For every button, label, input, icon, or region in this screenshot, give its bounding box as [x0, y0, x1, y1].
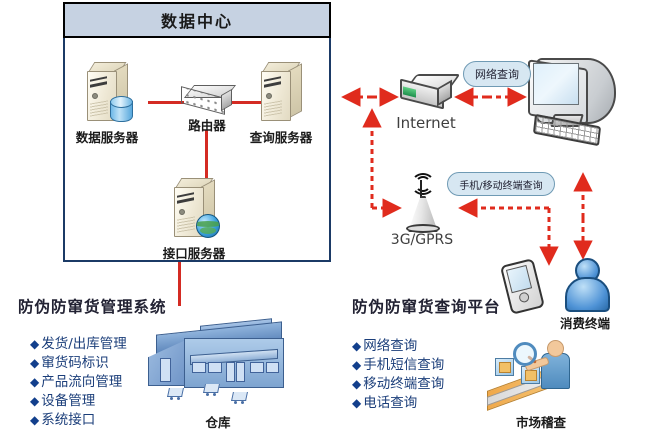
panel-title-management-system: 防伪防窜货管理系统 [18, 298, 167, 316]
node-router: 路由器 [181, 85, 237, 134]
node-consumer-terminal: 消费终端 [560, 258, 623, 332]
panel-list-query-platform: ◆网络查询 ◆手机短信查询 ◆移动终端查询 ◆电话查询 [352, 337, 444, 413]
list-item: ◆移动终端查询 [352, 375, 444, 394]
router-icon [181, 85, 237, 115]
node-label-gprs: 3G/GPRS [390, 232, 454, 248]
list-item-label: 手机短信查询 [363, 357, 445, 373]
node-market-inspection: 市场稽查 [487, 338, 601, 431]
bullet-diamond-icon: ◆ [352, 377, 362, 391]
mobile-pda-icon [499, 258, 545, 315]
node-label-internet: Internet [396, 114, 456, 132]
shopping-cart-icon [203, 384, 220, 396]
list-item-label: 设备管理 [41, 393, 96, 409]
link-dataserver-router [148, 101, 184, 104]
server-icon [259, 62, 303, 124]
node-interface-server: 接口服务器 [163, 178, 232, 262]
bullet-diamond-icon: ◆ [352, 358, 362, 372]
list-item: ◆窜货码标识 [30, 354, 127, 373]
server-with-globe-icon [172, 178, 220, 240]
node-label-data-server: 数据服务器 [75, 130, 139, 145]
datacenter-header: 数据中心 [63, 2, 331, 38]
list-item-label: 窜货码标识 [41, 355, 109, 371]
callout-network-query-text: 网络查询 [475, 68, 519, 81]
panel-list-management-system: ◆发货/出库管理 ◆窜货码标识 ◆产品流向管理 ◆设备管理 ◆系统接口 [30, 335, 127, 430]
callout-mobile-query: 手机/移动终端查询 [447, 172, 555, 196]
panel-title-query-platform: 防伪防窜货查询平台 [352, 298, 501, 316]
node-label-interface-server: 接口服务器 [162, 246, 226, 261]
list-item: ◆手机短信查询 [352, 356, 444, 375]
user-avatar-icon [562, 258, 610, 312]
node-query-server: 查询服务器 [250, 62, 319, 146]
bullet-diamond-icon: ◆ [30, 356, 40, 370]
database-icon [110, 96, 133, 123]
list-item-label: 发货/出库管理 [41, 336, 127, 352]
list-item-label: 网络查询 [363, 338, 418, 354]
antenna-tower-icon [400, 173, 444, 233]
node-gprs: 3G/GPRS [391, 173, 465, 248]
shopping-cart-icon [231, 392, 248, 404]
list-item-label: 移动终端查询 [363, 376, 445, 392]
bullet-diamond-icon: ◆ [30, 413, 40, 427]
link-router-queryserver [230, 101, 266, 104]
list-item: ◆产品流向管理 [30, 373, 127, 392]
warehouse-icon [148, 318, 288, 404]
list-item-label: 产品流向管理 [41, 374, 123, 390]
bullet-diamond-icon: ◆ [352, 339, 362, 353]
node-internet: Internet [396, 74, 466, 132]
list-item: ◆发货/出库管理 [30, 335, 127, 354]
node-label-consumer-terminal: 消费终端 [559, 316, 610, 331]
node-label-query-server: 查询服务器 [249, 130, 313, 145]
bullet-diamond-icon: ◆ [30, 337, 40, 351]
datacenter-title: 数据中心 [160, 12, 233, 31]
node-label-router: 路由器 [188, 118, 226, 133]
link-router-interfaceserver [205, 130, 208, 178]
node-data-server: 数据服务器 [76, 62, 145, 146]
list-item-label: 电话查询 [363, 395, 418, 411]
list-item-label: 系统接口 [41, 412, 96, 428]
magnifier-icon [513, 342, 537, 366]
market-inspection-icon [487, 338, 583, 411]
list-item: ◆电话查询 [352, 394, 444, 413]
node-label-warehouse: 仓库 [205, 415, 231, 430]
shopping-cart-icon [167, 388, 184, 400]
node-computer [528, 58, 616, 147]
node-pda [499, 258, 545, 315]
node-warehouse: 仓库 [148, 318, 288, 431]
bullet-diamond-icon: ◆ [30, 394, 40, 408]
callout-network-query: 网络查询 [463, 61, 531, 87]
list-item: ◆系统接口 [30, 411, 127, 430]
bullet-diamond-icon: ◆ [30, 375, 40, 389]
list-item: ◆设备管理 [30, 392, 127, 411]
bullet-diamond-icon: ◆ [352, 396, 362, 410]
globe-icon [196, 214, 220, 238]
link-datacenter-warehouse [178, 262, 181, 306]
list-item: ◆网络查询 [352, 337, 444, 356]
callout-mobile-query-text: 手机/移动终端查询 [459, 180, 543, 192]
node-label-market-inspection: 市场稽查 [515, 415, 566, 430]
network-device-icon [400, 74, 461, 110]
server-with-database-icon [85, 62, 133, 124]
